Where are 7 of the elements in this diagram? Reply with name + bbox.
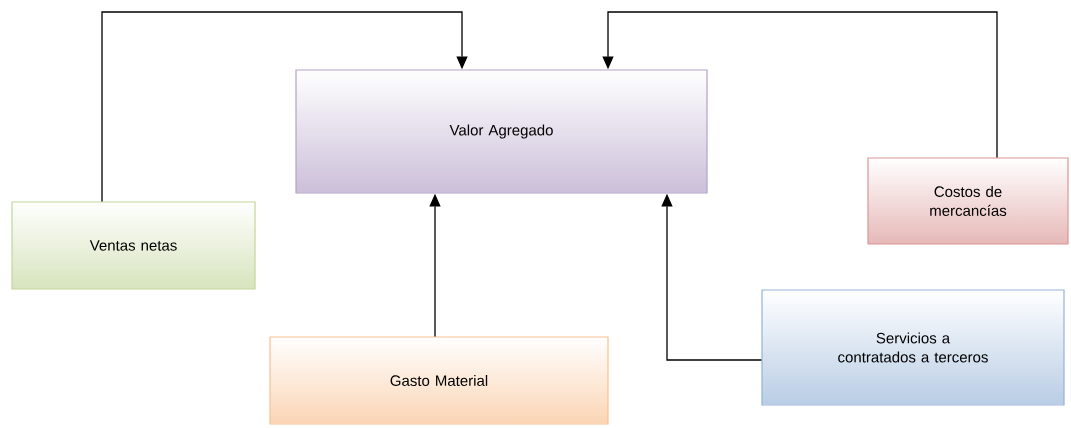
process-box: Servicios a contratados a terceros	[761, 289, 1065, 406]
process-box: Gasto Material	[269, 336, 609, 425]
process-box: Ventas netas	[11, 201, 256, 290]
arrow	[602, 11, 998, 159]
process-box: Costos de mercancías	[867, 157, 1069, 245]
process-box: Valor Agregado	[295, 69, 708, 194]
arrow	[101, 11, 468, 203]
